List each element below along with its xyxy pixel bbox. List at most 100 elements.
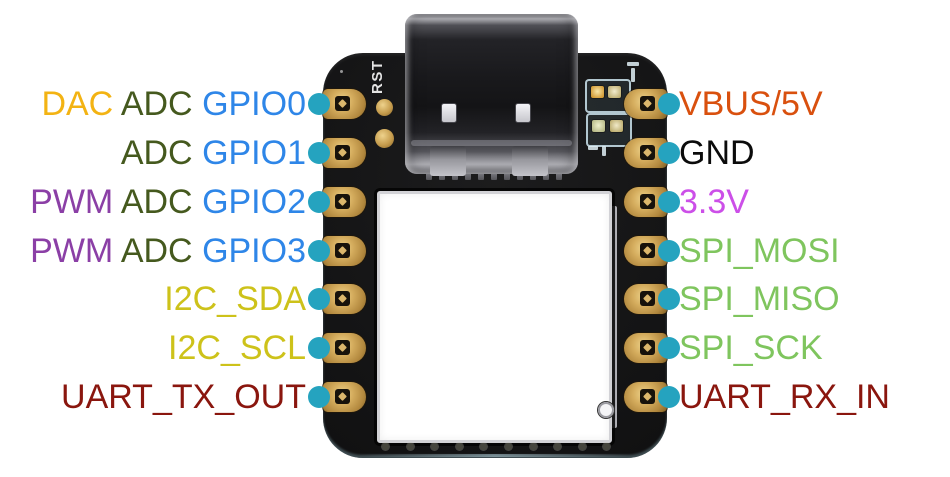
rf-shield [377,191,612,443]
pin-label: DAC ADC GPIO0 [41,84,306,124]
pad-hole [335,340,350,356]
pin-pad [323,382,366,412]
pin-label: 3.3V [679,182,749,222]
via [382,443,389,450]
reset-pad [376,99,393,116]
reset-pad [375,129,394,148]
pad-hole [335,96,350,111]
pin-name-3-3v: 3.3V [679,182,749,221]
usb-shell-dimple [515,103,531,123]
pin-label: PWM ADC GPIO3 [30,231,306,271]
led [610,120,623,132]
pin-pad [323,89,366,119]
via [603,443,611,450]
rst-silkscreen-label: RST [369,59,386,95]
pin-name-spi-sck: SPI_SCK [679,329,823,368]
pad-hole [640,291,655,307]
pin-name-i2c-scl: I2C_SCL [168,329,306,368]
pad-hole [640,340,655,356]
pin-pad [624,186,667,217]
usb-shell-tab [512,146,548,176]
pin-name-spi-mosi: SPI_MOSI [679,231,840,270]
pin-label: SPI_SCK [679,328,823,368]
pin-dot [658,288,680,311]
via [480,443,488,450]
via [529,443,537,450]
shield-edge [608,206,617,428]
via-hole [598,402,614,418]
pin-name-spi-miso: SPI_MISO [679,280,840,319]
pin-pad [323,186,366,217]
via [578,443,586,450]
pin-dot [308,93,330,115]
silkscreen-mark [602,146,606,156]
pin-pad [323,284,366,315]
pin-dot [658,239,680,262]
pin-name-adc: ADC [120,231,193,270]
pin-dot [658,190,680,213]
pin-dot [658,386,680,408]
pin-pad [323,235,366,266]
pin-name-gpio1: GPIO1 [202,133,306,172]
pin-name-vbus-5v: VBUS/5V [679,85,823,123]
pin-label: ADC GPIO1 [121,133,306,173]
pin-dot [308,288,330,311]
pin-label: SPI_MOSI [679,231,840,271]
pin-label: I2C_SDA [164,279,306,319]
pin-pad [323,137,366,168]
pin-dot [658,141,680,164]
pin-pad [323,333,366,364]
silkscreen-mark [631,68,635,82]
pad-hole [640,96,655,111]
pin-pad [624,284,667,315]
pin-name-dac: DAC [41,85,114,123]
fiducial-dot [340,70,343,73]
usb-shell-tab [430,146,466,176]
pad-hole [335,242,350,258]
pin-name-gpio2: GPIO2 [202,182,306,221]
pin-pad [624,89,667,119]
led [591,86,604,98]
pin-name-pwm: PWM [30,182,114,221]
silkscreen-mark [588,146,598,150]
led [592,120,605,132]
pin-name-i2c-sda: I2C_SDA [164,280,306,319]
usb-shell-dimple [441,103,457,123]
pin-name-pwm: PWM [30,231,114,270]
via [406,443,414,450]
pin-name-adc: ADC [120,133,193,172]
pin-label: SPI_MISO [679,279,840,319]
via [431,443,439,450]
pin-name-uart-rx-in: UART_RX_IN [679,378,890,416]
pin-name-gpio0: GPIO0 [202,85,306,123]
pin-label: VBUS/5V [679,84,823,124]
via [554,443,562,450]
pin-name-gpio3: GPIO3 [202,231,306,270]
pad-hole [640,242,655,258]
pad-hole [640,144,655,160]
pin-name-adc: ADC [120,85,193,123]
pad-hole [640,193,655,209]
pin-dot [308,239,330,262]
pin-name-uart-tx-out: UART_TX_OUT [61,378,306,416]
pin-label: I2C_SCL [168,328,306,368]
pin-label: UART_TX_OUT [61,377,306,417]
pin-dot [658,337,680,360]
pin-name-gnd: GND [679,133,755,172]
pad-hole [335,144,350,160]
pin-label: GND [679,133,755,173]
led [608,86,621,98]
pin-dot [308,190,330,213]
pad-hole [335,291,350,307]
via [455,443,463,450]
pad-hole [335,193,350,209]
silkscreen-mark [627,62,639,66]
via [505,443,512,450]
pin-label: UART_RX_IN [679,377,890,417]
pin-dot [308,337,330,360]
pad-hole [640,389,655,404]
pin-dot [308,386,330,408]
pin-dot [658,93,680,115]
pin-dot [308,141,330,164]
